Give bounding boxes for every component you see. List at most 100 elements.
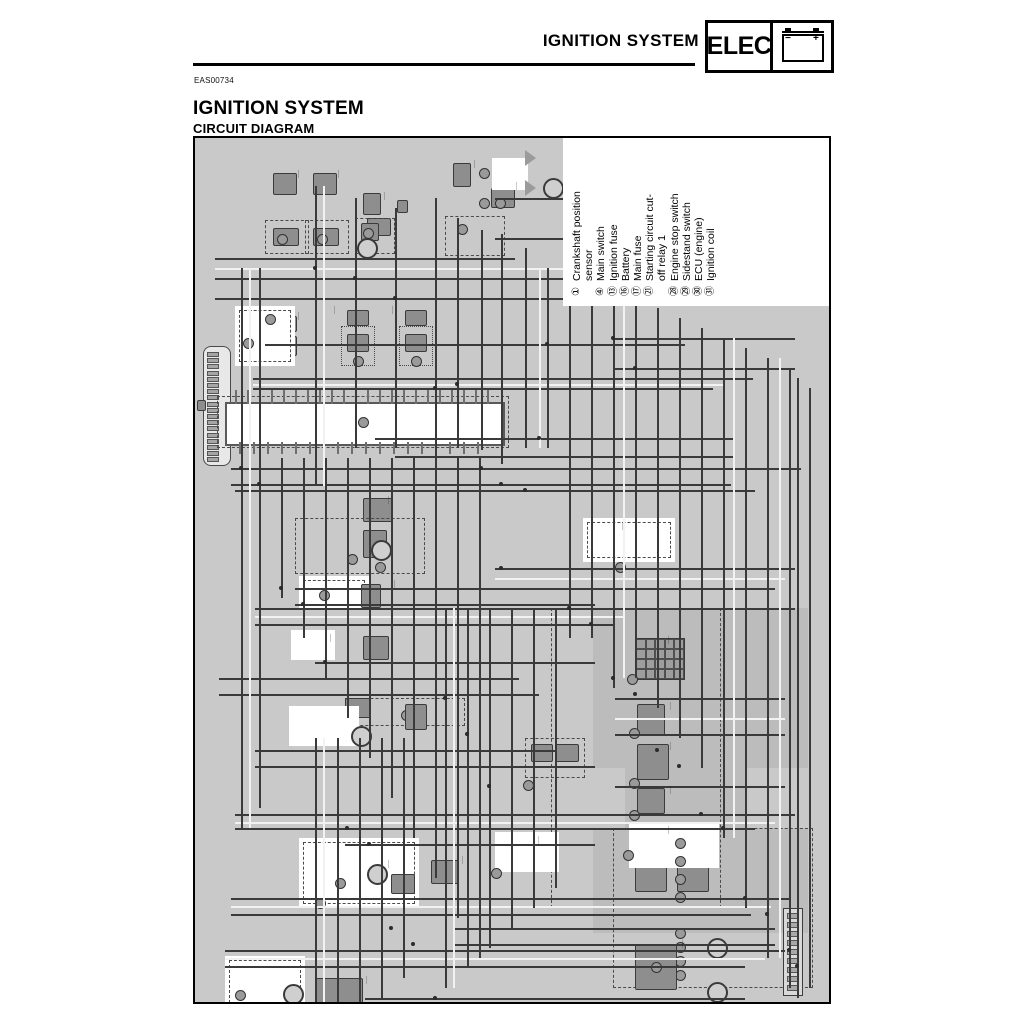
wire-vertical [239, 442, 241, 454]
wire-vertical [797, 378, 799, 998]
junction-node [589, 622, 593, 626]
junction-node [537, 436, 541, 440]
junction-node [353, 276, 357, 280]
ecu-pin [207, 364, 219, 370]
junction-node [455, 382, 459, 386]
running-head-title: IGNITION SYSTEM [542, 31, 699, 50]
wire-horizontal [615, 786, 785, 788]
wire-vertical [733, 338, 735, 838]
wire-color-label: —— [385, 495, 390, 504]
connector-pin [655, 639, 665, 649]
legend-item: ㉙ Sidestand switch [680, 138, 693, 296]
component-reference-marker [479, 198, 490, 209]
legend-item-label: ECU (engine) [693, 217, 706, 281]
component-reference-marker [675, 856, 686, 867]
wire-vertical [381, 738, 383, 998]
wire-vertical [367, 390, 369, 404]
component-reference-marker [675, 928, 686, 939]
fuse-box-strip [783, 908, 803, 996]
junction-node [743, 896, 747, 900]
legend-item-number: ㉚ [693, 286, 705, 296]
coil-symbol [371, 540, 392, 561]
wire-vertical [337, 738, 339, 1002]
connector-block [363, 636, 389, 660]
junction-node [313, 266, 317, 270]
coil-symbol [351, 726, 372, 747]
component-reference-marker [457, 224, 468, 235]
component-group-boundary [445, 216, 505, 256]
connector-pin [664, 669, 675, 679]
junction-node [323, 660, 327, 664]
connector-block [637, 704, 665, 736]
coil-symbol [367, 864, 388, 885]
wire-vertical [435, 458, 437, 878]
legend-item-label: Main fuse [632, 235, 645, 281]
wire-horizontal [225, 958, 765, 960]
pin-strip-tab [197, 400, 206, 411]
connector-block [361, 584, 381, 608]
wire-vertical [281, 458, 283, 598]
wire-color-label: —— [679, 939, 684, 948]
wire-horizontal [365, 998, 745, 1000]
connector-block [637, 744, 669, 780]
legend-item-number: ㉙ [680, 286, 692, 296]
wire-color-label: —— [619, 521, 624, 530]
wire-vertical [427, 390, 429, 404]
wire-vertical [809, 388, 811, 988]
junction-node [301, 602, 305, 606]
junction-node [765, 912, 769, 916]
junction-node [545, 342, 549, 346]
elec-badge: ELEC − + [705, 20, 834, 73]
ecu-pin [207, 420, 219, 426]
wire-vertical [613, 288, 615, 688]
component-reference-marker [629, 810, 640, 821]
wire-horizontal [215, 268, 775, 270]
white-callout-box [492, 158, 528, 190]
elec-badge-label: ELEC [707, 23, 773, 70]
wire-vertical [501, 234, 503, 464]
legend-item-number: ① [571, 287, 582, 296]
legend-item-number: ㉑ [644, 286, 656, 296]
junction-node [393, 296, 397, 300]
connector-block [531, 744, 553, 762]
ecu-pin [207, 376, 219, 382]
legend-item-label: Ignition fuse [607, 224, 620, 281]
wire-horizontal [235, 490, 755, 492]
wire-vertical [511, 608, 513, 928]
wire-vertical [323, 738, 325, 1002]
wire-vertical [315, 738, 317, 1002]
wire-vertical [533, 608, 535, 908]
wire-vertical [395, 208, 397, 448]
wire-vertical [247, 390, 249, 404]
component-reference-marker [615, 562, 626, 573]
junction-node [239, 466, 243, 470]
component-reference-marker [347, 554, 358, 565]
component-group-boundary [217, 396, 509, 448]
connector-block [397, 200, 408, 213]
wire-color-label: —— [381, 191, 386, 200]
wire-horizontal [615, 368, 795, 370]
wire-vertical [295, 390, 297, 404]
legend-item-label: Sidestand switch [680, 202, 693, 281]
component-reference-marker [675, 892, 686, 903]
wire-vertical [415, 390, 417, 404]
wire-vertical [267, 442, 269, 454]
legend-item-number: ⑯ [619, 286, 631, 296]
connector-block [347, 310, 369, 326]
wire-vertical [303, 458, 305, 638]
wire-vertical [325, 458, 327, 678]
component-reference-marker [675, 838, 686, 849]
component-reference-marker [335, 878, 346, 889]
connector-pin [645, 659, 656, 669]
junction-node [433, 386, 437, 390]
multi-pin-grid-connector [635, 638, 685, 680]
wire-vertical [295, 442, 297, 454]
wire-vertical [463, 442, 465, 454]
ecu-pin [207, 432, 219, 438]
coil-symbol [357, 238, 378, 259]
legend-item: ㉚ ECU (engine) [693, 138, 706, 296]
wire-color-label: —— [667, 785, 672, 794]
